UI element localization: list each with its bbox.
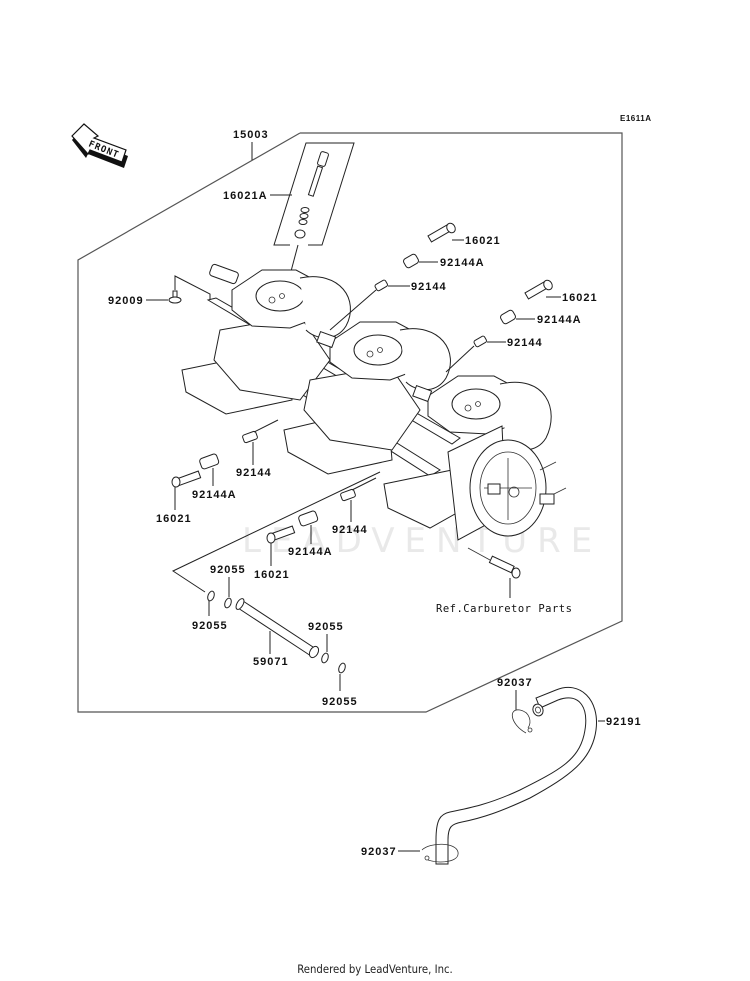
spring-92144-mid [242,430,258,444]
oring-92055-3 [321,652,329,664]
screw-92009 [168,290,182,304]
oring-92055-1 [207,590,215,602]
callout-16021-low: 16021 [254,569,290,581]
callout-92009: 92009 [108,295,144,307]
watermark: LEADVENTURE [242,521,602,561]
callout-92055-2: 92055 [210,564,246,576]
assembly-frame [77,132,623,713]
diagram-code: E1611A [620,114,651,123]
oring-92055-2 [224,597,232,609]
callout-16021-left: 16021 [156,513,192,525]
callout-92055-3: 92055 [308,621,344,633]
spring-92144a-low [298,510,319,527]
oring-92055-4 [338,662,346,674]
clamp-92037-top [512,709,531,734]
hose-92191 [435,686,597,865]
pipe-59071 [235,598,320,659]
callout-92144-top-2: 92144 [507,337,543,349]
spring-92144a-left [199,453,220,470]
callout-92144-low: 92144 [332,524,368,536]
footer-credit: Rendered by LeadVenture, Inc. [297,962,453,976]
ref-carburetor-bolt [467,547,521,579]
ref-carburetor-parts-note: Ref.Carburetor Parts [436,603,572,615]
spring-92144a-top-2 [500,309,516,325]
bolt-16021-top-2 [524,279,553,300]
callout-92144a-top-1: 92144A [440,257,485,269]
callout-16021a: 16021A [223,190,268,202]
callout-92144a-top-2: 92144A [537,314,582,326]
front-arrow-icon: FRONT [71,123,128,168]
spring-92144-top-2 [473,335,487,348]
callout-16021-top-1: 16021 [465,235,501,247]
spring-92144a-top-1 [403,253,419,269]
callout-92055-4: 92055 [322,696,358,708]
callout-92144-mid: 92144 [236,467,272,479]
spring-92144-top-1 [374,279,388,292]
callout-92144a-left: 92144A [192,489,237,501]
bolt-16021-left [171,470,202,488]
carburetor-assembly [181,263,567,541]
callout-16021-top-2: 16021 [562,292,598,304]
callout-92037-top: 92037 [497,677,533,689]
clamp-92037-bottom [421,843,459,863]
spring-92144-low [340,488,356,502]
callout-92191: 92191 [606,716,642,728]
callout-92055-1: 92055 [192,620,228,632]
callout-59071: 59071 [253,656,289,668]
callout-92037-bottom: 92037 [361,846,397,858]
needle-valve-part [294,151,329,239]
callout-15003: 15003 [233,129,269,141]
callout-92144a-low: 92144A [288,546,333,558]
callout-92144-top-1: 92144 [411,281,447,293]
bolt-16021-top-1 [427,222,456,243]
